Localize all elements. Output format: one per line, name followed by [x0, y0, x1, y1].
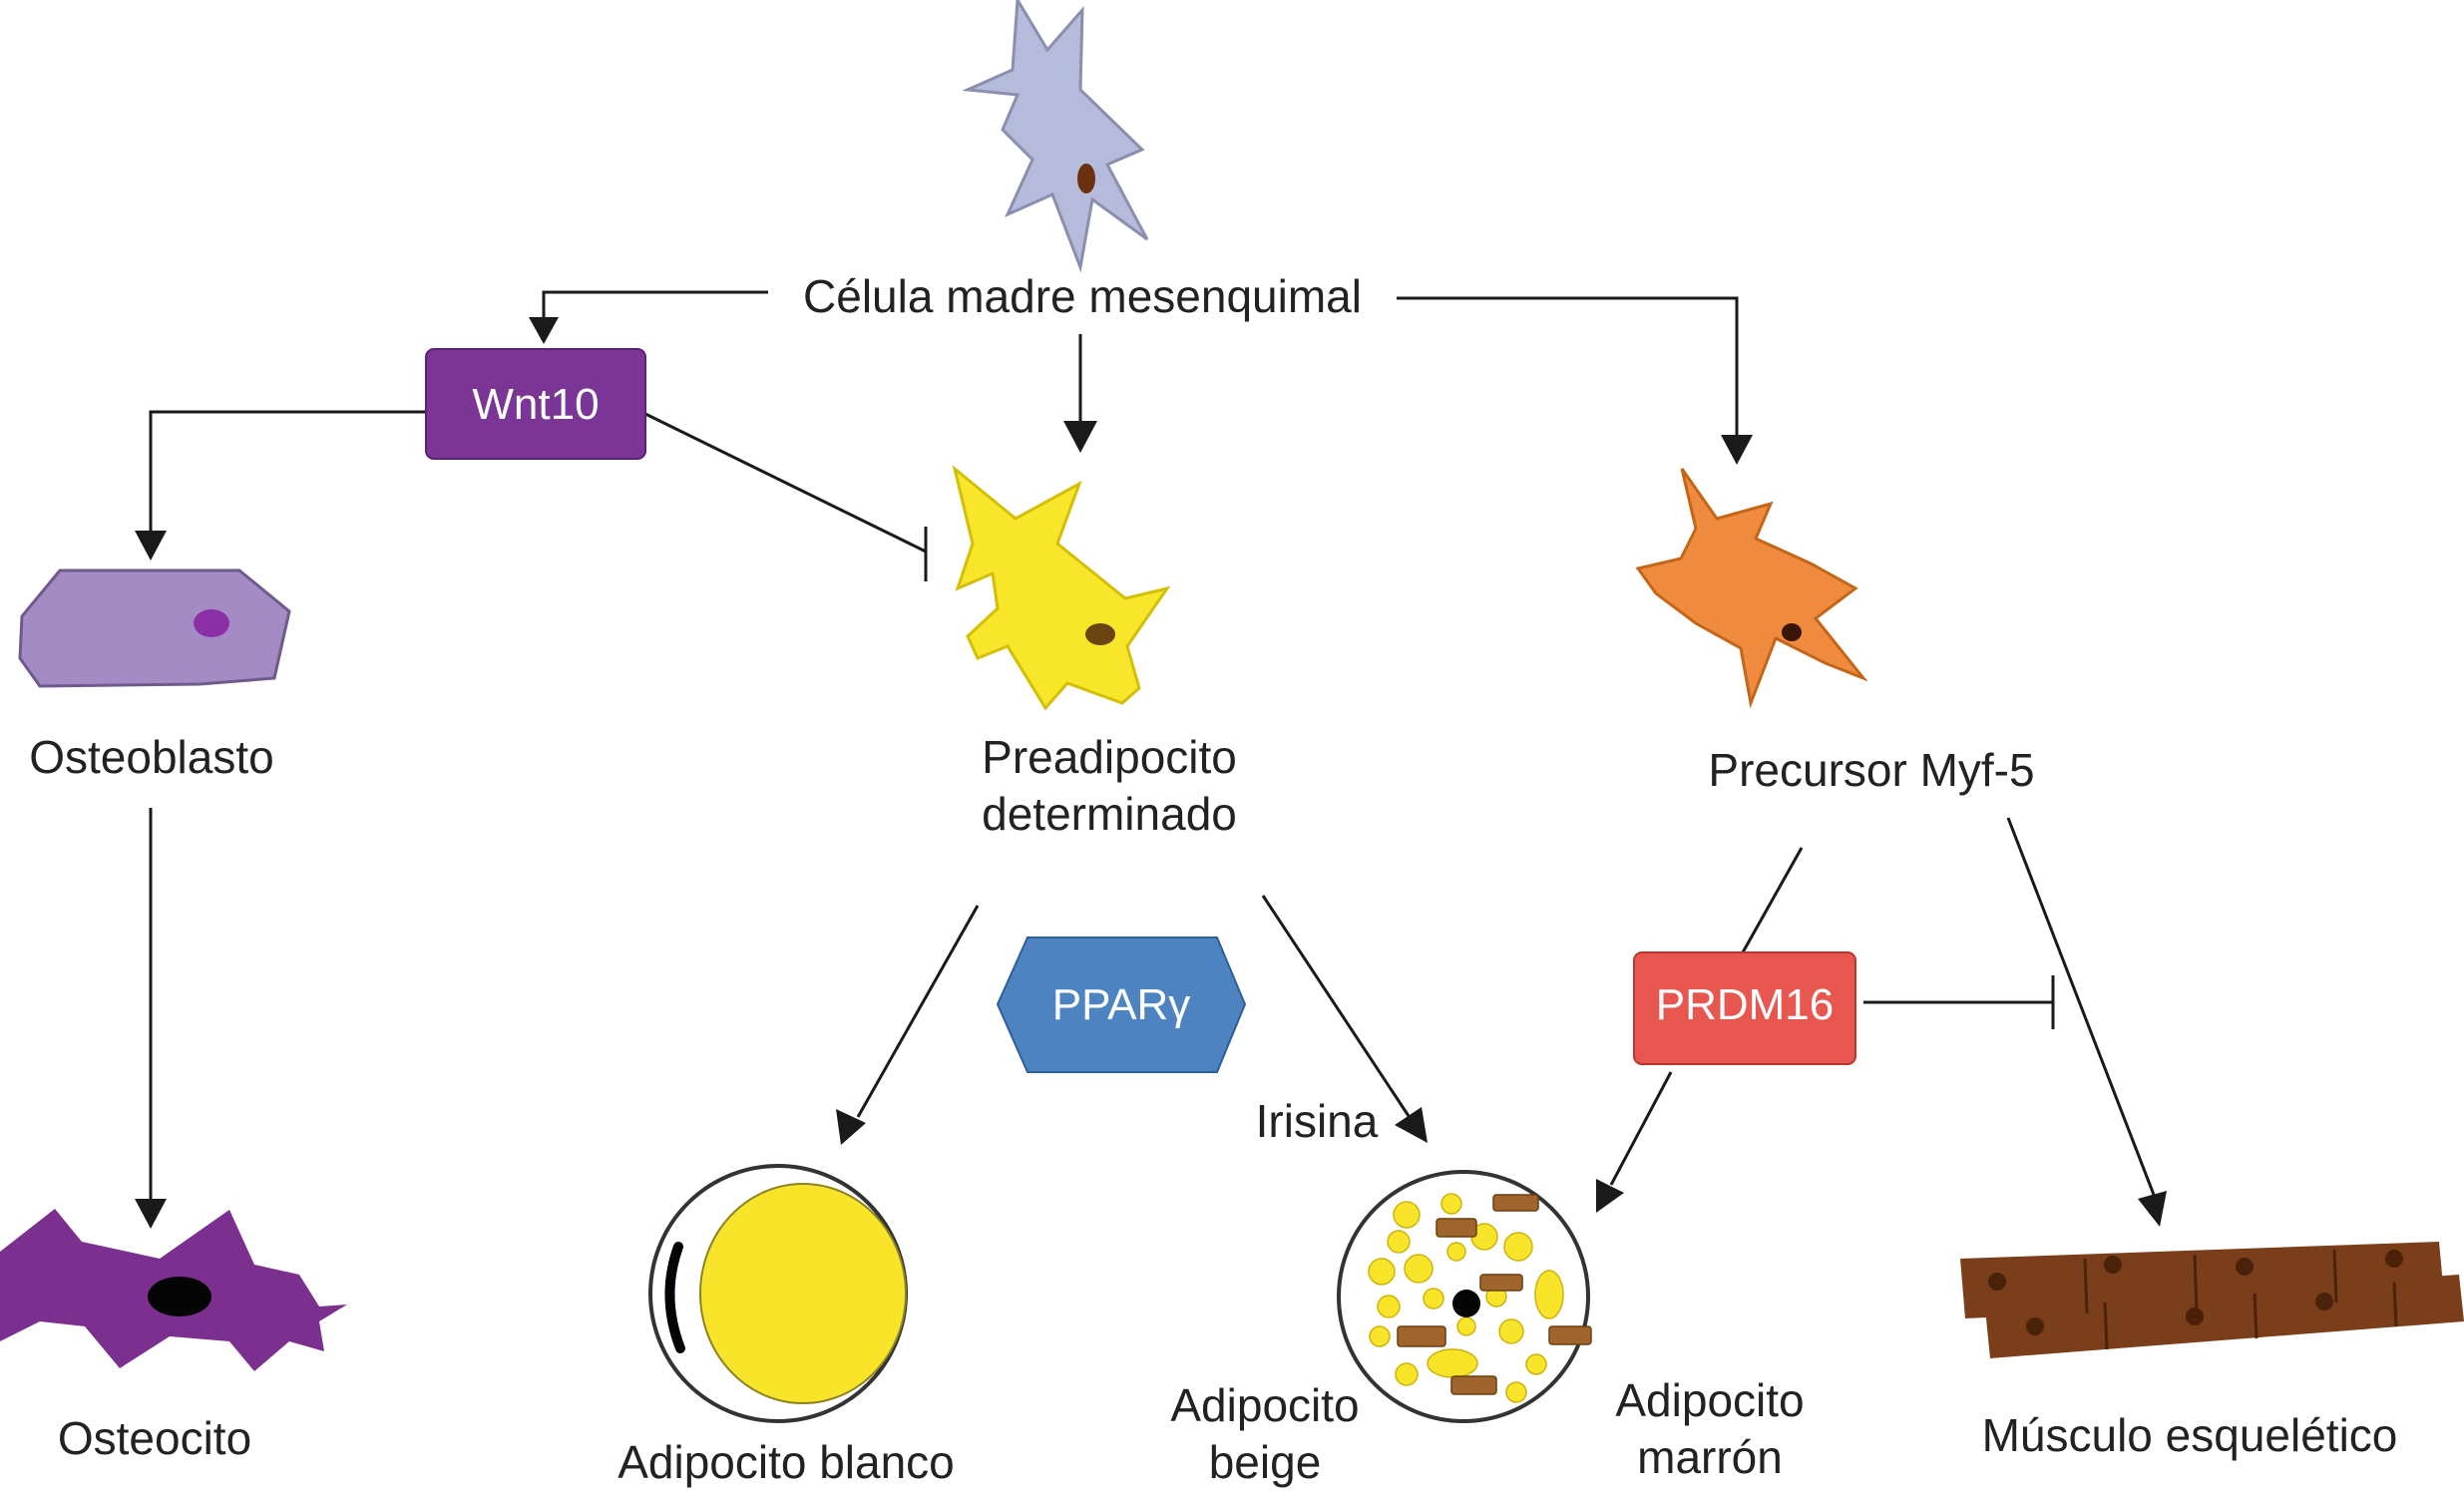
- ppar-gamma-label: PPARγ: [1052, 980, 1191, 1029]
- arrow-mesenchymal-to-wnt10: [542, 290, 768, 337]
- connector-lines: [135, 290, 2167, 1229]
- wnt10-label: Wnt10: [472, 380, 599, 429]
- white-adipocyte-label: Adipocito blanco: [617, 1436, 955, 1488]
- arrow-wnt10-to-osteoblast: [149, 410, 426, 534]
- prdm16-box: PRDM16: [1633, 951, 1856, 1065]
- ppar-gamma-box: PPARγ: [996, 936, 1247, 1073]
- preadipocyte-label-line1: Preadipocito: [982, 731, 1237, 783]
- white-adipocyte-cell: [648, 1164, 908, 1423]
- skeletal-muscle: [1960, 1242, 2464, 1358]
- inhibit-wnt10-to-preadipocyte: [644, 412, 927, 554]
- irisin-label: Irisina: [1256, 1095, 1379, 1147]
- osteocyte-cell: [0, 1209, 347, 1371]
- myf5-label: Precursor Myf-5: [1708, 744, 2034, 796]
- osteocyte-label: Osteocito: [58, 1412, 251, 1464]
- prdm16-label: PRDM16: [1656, 980, 1835, 1029]
- arrow-myf5-to-muscle: [2006, 817, 2156, 1196]
- osteoblast-label: Osteoblasto: [29, 731, 273, 783]
- muscle-label: Músculo esquelético: [1982, 1409, 2398, 1461]
- arrow-preadipocyte-to-white: [856, 905, 980, 1118]
- preadipocyte-label-line2: determinado: [982, 788, 1237, 840]
- mesenchymal-stem-cell: [962, 0, 1149, 273]
- myf5-precursor-cell: [1635, 468, 1868, 709]
- wnt10-box: Wnt10: [425, 348, 646, 460]
- beige-label-line2: beige: [1209, 1436, 1322, 1488]
- preadipocyte-cell: [952, 465, 1171, 711]
- arrow-preadipocyte-to-beige: [1261, 895, 1413, 1120]
- mesenchymal-label: Célula madre mesenquimal: [803, 270, 1362, 322]
- arrow-mesenchymal-to-myf5: [1397, 296, 1739, 439]
- brown-label-line2: marrón: [1637, 1431, 1783, 1483]
- osteoblast-cell: [18, 568, 291, 688]
- brown-label-line1: Adipocito: [1615, 1374, 1804, 1426]
- line-myf5-to-prdm16: [1741, 847, 1804, 953]
- beige-brown-adipocyte-cell: [1337, 1170, 1592, 1423]
- beige-label-line1: Adipocito: [1170, 1379, 1359, 1431]
- arrow-prdm16-to-brown: [1609, 1071, 1673, 1186]
